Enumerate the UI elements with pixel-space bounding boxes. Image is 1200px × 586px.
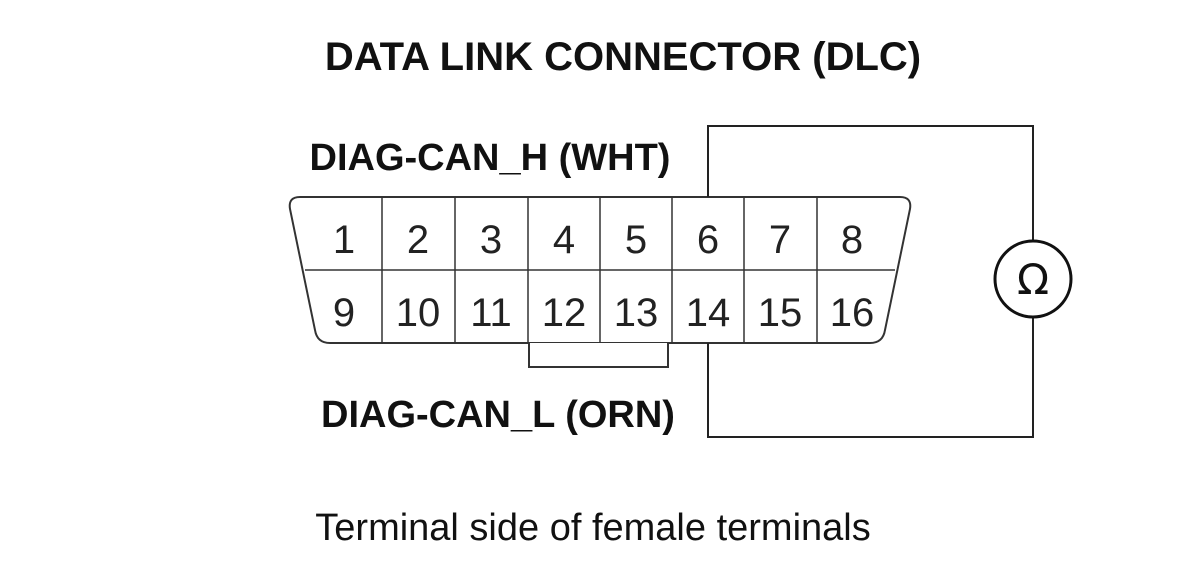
ohmmeter-icon: Ω bbox=[993, 239, 1073, 319]
pin-6: 6 bbox=[697, 218, 719, 262]
wire-can-high bbox=[707, 125, 1034, 240]
pin-16: 16 bbox=[830, 291, 875, 335]
pin-8: 8 bbox=[841, 218, 863, 262]
pin-2: 2 bbox=[407, 218, 429, 262]
pin-14: 14 bbox=[686, 291, 731, 335]
label-can-low: DIAG-CAN_L (ORN) bbox=[321, 394, 675, 436]
test-lead-wires bbox=[707, 125, 1034, 438]
pin-3: 3 bbox=[480, 218, 502, 262]
cell-dividers bbox=[381, 197, 818, 343]
pin-row-bottom: 9 10 11 12 13 14 15 16 bbox=[333, 291, 874, 335]
pin-11: 11 bbox=[470, 291, 512, 335]
pin-10: 10 bbox=[396, 291, 441, 335]
diagram-caption: Terminal side of female terminals bbox=[315, 507, 870, 549]
diagram-title: DATA LINK CONNECTOR (DLC) bbox=[325, 35, 921, 79]
pin-4: 4 bbox=[553, 218, 575, 262]
dlc-connector: 1 2 3 4 5 6 7 8 9 10 11 12 13 14 15 16 bbox=[288, 196, 912, 368]
pin-row-top: 1 2 3 4 5 6 7 8 bbox=[333, 218, 863, 262]
pin-5: 5 bbox=[625, 218, 647, 262]
wire-can-low bbox=[707, 317, 1034, 438]
connector-key-tab bbox=[528, 343, 669, 368]
pin-7: 7 bbox=[769, 218, 791, 262]
pin-15: 15 bbox=[758, 291, 803, 335]
pin-9: 9 bbox=[333, 291, 355, 335]
label-can-high: DIAG-CAN_H (WHT) bbox=[310, 137, 671, 179]
ohm-symbol: Ω bbox=[1017, 255, 1049, 304]
pin-1: 1 bbox=[333, 218, 355, 262]
pin-12: 12 bbox=[542, 291, 587, 335]
pin-13: 13 bbox=[614, 291, 659, 335]
